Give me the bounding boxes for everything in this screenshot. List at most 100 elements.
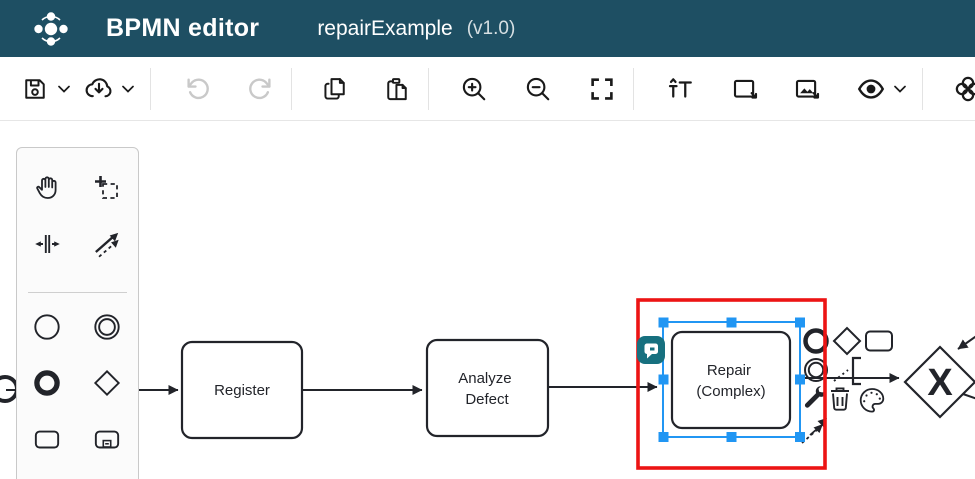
connection-tool[interactable] xyxy=(77,216,137,272)
mesh-icon xyxy=(955,76,975,101)
zoom-out-button[interactable] xyxy=(519,70,557,108)
selection-handle[interactable] xyxy=(795,432,805,442)
palette-tool-start-event[interactable] xyxy=(17,272,138,286)
selection-handle[interactable] xyxy=(795,317,805,328)
comment-icon xyxy=(644,343,658,359)
copy-icon xyxy=(324,77,345,100)
create-data-store[interactable] xyxy=(77,467,137,479)
fit-viewport-button[interactable] xyxy=(583,70,621,108)
create-start-event[interactable] xyxy=(17,299,77,355)
document-version: (v1.0) xyxy=(466,17,516,39)
save-button[interactable] xyxy=(16,70,54,108)
start-event-icon xyxy=(34,314,60,340)
sequence-flow-outgoing[interactable] xyxy=(962,393,975,404)
redo-icon xyxy=(249,77,271,99)
selection-handle[interactable] xyxy=(658,374,669,385)
gateway-icon xyxy=(93,369,121,397)
task-label: Register xyxy=(214,382,270,399)
space-tool[interactable] xyxy=(17,216,77,272)
change-type-wrench-icon[interactable] xyxy=(804,386,827,408)
palette xyxy=(16,147,139,479)
zoom-in-icon xyxy=(462,77,486,100)
undo-icon xyxy=(187,77,209,99)
selection-box xyxy=(658,317,805,442)
selection-handles xyxy=(658,317,805,442)
selection-handle[interactable] xyxy=(658,317,669,328)
lasso-tool-icon xyxy=(95,176,118,199)
hand-tool-icon xyxy=(36,176,57,199)
create-end-event[interactable] xyxy=(17,355,77,411)
fit-viewport-icon xyxy=(591,77,613,100)
sequence-flow-incoming[interactable] xyxy=(957,325,975,350)
intermediate-event-icon xyxy=(94,314,120,340)
visibility-menu-chevron[interactable] xyxy=(890,70,910,108)
selection-handle[interactable] xyxy=(658,432,669,442)
end-event-icon xyxy=(34,370,60,396)
chevron-down-icon xyxy=(894,85,906,93)
task-repair-complex[interactable]: Repair (Complex) xyxy=(670,330,792,430)
create-task[interactable] xyxy=(17,411,77,467)
toolbar-separator xyxy=(633,67,634,110)
document-name: repairExample xyxy=(317,16,453,40)
chevron-down-icon xyxy=(122,85,134,93)
selection-handle[interactable] xyxy=(726,317,737,328)
highlight-rect xyxy=(636,298,827,470)
paste-icon xyxy=(387,77,407,100)
append-gateway-icon[interactable] xyxy=(832,326,862,356)
selection-handle[interactable] xyxy=(726,432,737,442)
task-register[interactable]: Register xyxy=(180,340,304,440)
connection-tool-icon xyxy=(95,232,119,258)
chevron-down-icon xyxy=(58,85,70,93)
gateway-symbol: X xyxy=(927,362,953,404)
visibility-button[interactable] xyxy=(852,70,890,108)
bpmn-diagram: Register Analyze Defect Repair (Complex)… xyxy=(0,298,975,470)
task-analyze-defect[interactable]: Analyze Defect xyxy=(425,338,550,438)
toolbar-separator xyxy=(922,67,923,110)
task-label: Analyze Defect xyxy=(458,370,516,408)
app-title: BPMN editor xyxy=(106,14,260,42)
lasso-tool[interactable] xyxy=(77,160,137,216)
delete-trash-icon[interactable] xyxy=(831,387,849,411)
context-pad xyxy=(801,326,893,444)
toolbar-separator xyxy=(291,67,292,110)
paste-button[interactable] xyxy=(378,70,416,108)
create-intermediate-event[interactable] xyxy=(77,299,137,355)
set-color-palette-icon[interactable] xyxy=(859,388,885,413)
copy-button[interactable] xyxy=(316,70,354,108)
font-size-icon xyxy=(668,77,692,98)
download-menu-chevron[interactable] xyxy=(118,70,138,108)
zoom-out-icon xyxy=(526,77,550,100)
add-image-button[interactable] xyxy=(788,70,826,108)
palette-divider xyxy=(28,292,127,293)
comment-badge[interactable] xyxy=(637,336,665,364)
subprocess-icon xyxy=(94,430,120,449)
add-image-icon xyxy=(795,79,820,99)
append-task-icon[interactable] xyxy=(865,330,893,352)
download-cloud-icon xyxy=(85,77,112,97)
space-tool-icon xyxy=(35,235,60,253)
add-shape-button[interactable] xyxy=(726,70,764,108)
mesh-button[interactable] xyxy=(949,70,975,108)
app-header: BPMN editor repairExample (v1.0) xyxy=(0,0,975,57)
download-button[interactable] xyxy=(80,70,118,108)
create-data-object[interactable] xyxy=(17,467,77,479)
toolbar xyxy=(0,57,975,121)
gateway-exclusive[interactable]: X xyxy=(903,345,975,419)
save-icon xyxy=(25,78,45,99)
undo-button[interactable] xyxy=(179,70,217,108)
font-size-button[interactable] xyxy=(660,70,698,108)
hand-tool[interactable] xyxy=(17,160,77,216)
canvas[interactable]: Register Analyze Defect Repair (Complex)… xyxy=(0,121,975,479)
selection-handle[interactable] xyxy=(795,374,805,385)
redo-button[interactable] xyxy=(241,70,279,108)
toolbar-separator xyxy=(150,67,151,110)
create-gateway[interactable] xyxy=(77,355,137,411)
add-shape-icon xyxy=(733,79,758,99)
save-menu-chevron[interactable] xyxy=(54,70,74,108)
task-label: Repair (Complex) xyxy=(696,362,765,400)
zoom-in-button[interactable] xyxy=(455,70,493,108)
create-subprocess[interactable] xyxy=(77,411,137,467)
append-text-annotation-icon[interactable] xyxy=(833,356,861,386)
app-logo-icon xyxy=(28,6,74,52)
toolbar-separator xyxy=(428,67,429,110)
